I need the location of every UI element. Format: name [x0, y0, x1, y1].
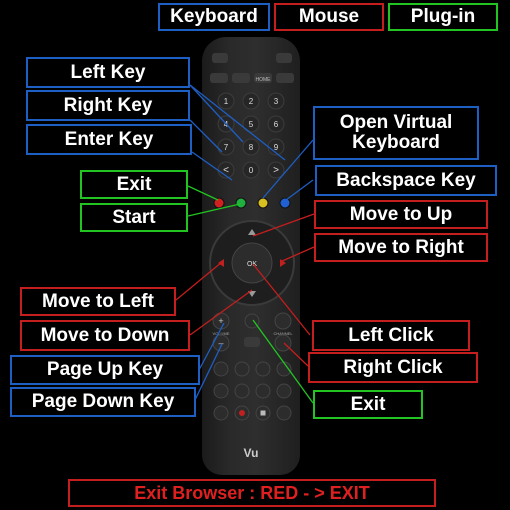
tab-keyboard[interactable]: Keyboard	[158, 3, 270, 31]
label-move-right: Move to Right	[314, 233, 488, 262]
media-btn-9	[213, 405, 229, 421]
keypad-digit-9: <	[223, 165, 229, 176]
tab-mouse[interactable]: Mouse	[274, 3, 384, 31]
label-left-click: Left Click	[312, 320, 470, 351]
label-move-up: Move to Up	[314, 200, 488, 229]
pause-button	[255, 383, 271, 399]
keypad-button-4[interactable]	[242, 115, 260, 133]
keypad-digit-10: 0	[249, 166, 254, 175]
channel-up-button	[274, 312, 292, 330]
keypad-digit-8: 9	[274, 143, 279, 152]
blue-button	[279, 197, 291, 209]
red-button	[213, 197, 225, 209]
label-page-up: Page Up Key	[10, 355, 200, 385]
keypad-button-11[interactable]	[267, 161, 285, 179]
keypad-digit-6: 7	[224, 143, 229, 152]
label-page-down: Page Down Key	[10, 387, 196, 417]
label-backspace-key: Backspace Key	[315, 165, 497, 196]
keypad-button-10[interactable]	[242, 161, 260, 179]
brand-logo: Vu	[244, 446, 259, 460]
label-start: Start	[80, 203, 188, 232]
keypad-button-6[interactable]	[217, 138, 235, 156]
dpad-down-arrow	[248, 291, 256, 297]
epg-button	[276, 73, 294, 83]
top-button-2	[276, 53, 292, 63]
channel-down-button	[274, 334, 292, 352]
media-btn-2	[234, 361, 250, 377]
label-right-key: Right Key	[26, 90, 190, 121]
ok-button	[231, 242, 273, 284]
label-move-left: Move to Left	[20, 287, 176, 316]
play-button	[234, 383, 250, 399]
keypad-button-2[interactable]	[267, 92, 285, 110]
svg-text:+: +	[218, 316, 223, 326]
keypad-digit-4: 5	[249, 120, 254, 129]
media-btn-12	[276, 405, 292, 421]
remote-control: HOME 123456789<0> OK + VOLUME CHANNEL –	[202, 37, 300, 475]
rewind-button	[213, 383, 229, 399]
home-button	[254, 73, 272, 83]
tab-plugin[interactable]: Plug-in	[388, 3, 498, 31]
label-enter-key: Enter Key	[26, 124, 192, 155]
keypad-button-0[interactable]	[217, 92, 235, 110]
open-virtual-line1: Open Virtual	[339, 112, 453, 133]
keypad-digit-5: 6	[274, 120, 279, 129]
keypad-button-5[interactable]	[267, 115, 285, 133]
keypad-digit-0: 1	[224, 97, 229, 106]
home-label: HOME	[256, 77, 272, 83]
svg-text:–: –	[218, 338, 223, 348]
ok-label: OK	[247, 261, 257, 268]
dpad-up-arrow	[248, 229, 256, 235]
open-virtual-line2: Keyboard	[352, 132, 440, 153]
green-button	[235, 197, 247, 209]
label-move-down: Move to Down	[20, 320, 190, 351]
label-right-click: Right Click	[308, 352, 478, 383]
info-button	[244, 337, 260, 347]
label-exit-bottom: Exit	[313, 390, 423, 419]
media-btn-1	[213, 361, 229, 377]
keypad-digit-11: >	[273, 165, 279, 176]
number-keypad: 123456789<0>	[217, 92, 285, 179]
remote-buttons: HOME 123456789<0> OK + VOLUME CHANNEL –	[209, 53, 295, 460]
keypad-button-7[interactable]	[242, 138, 260, 156]
radio-button	[232, 73, 250, 83]
forward-button	[276, 383, 292, 399]
keypad-digit-1: 2	[249, 97, 254, 106]
keypad-button-1[interactable]	[242, 92, 260, 110]
volume-label: VOLUME	[213, 331, 230, 336]
label-exit-top: Exit	[80, 170, 188, 199]
power-button	[212, 53, 228, 63]
media-btn-3	[255, 361, 271, 377]
label-open-virtual-keyboard: Open Virtual Keyboard	[313, 106, 479, 160]
keypad-digit-2: 3	[274, 97, 279, 106]
footer-exit-browser: Exit Browser : RED - > EXIT	[68, 479, 436, 507]
tv-button	[210, 73, 228, 83]
label-left-key: Left Key	[26, 57, 190, 88]
keypad-digit-7: 8	[249, 143, 254, 152]
channel-label: CHANNEL	[273, 331, 293, 336]
